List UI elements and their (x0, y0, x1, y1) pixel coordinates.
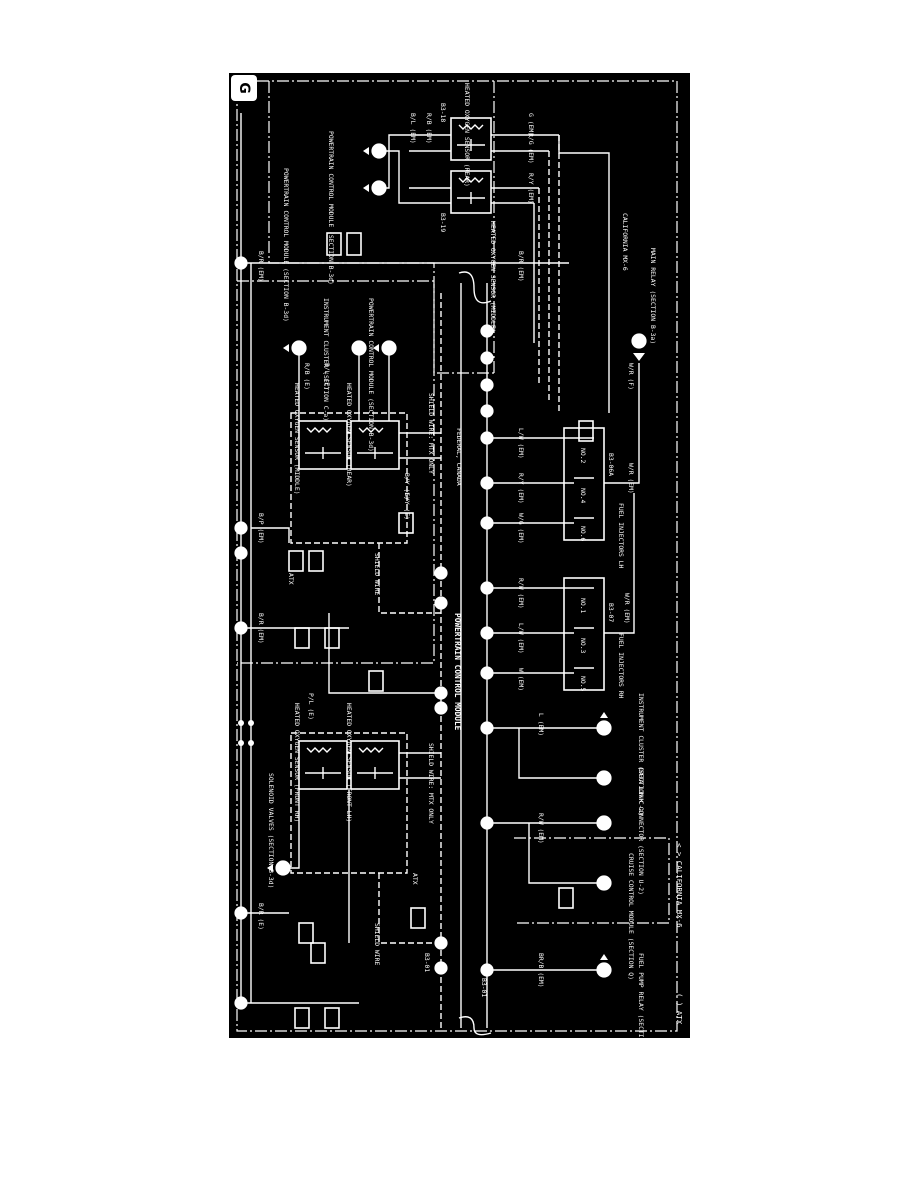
inj-rh-name: FUEL INJECTORS RH (617, 633, 625, 699)
ground-circles (234, 256, 254, 1010)
inj-rh-3: NO.5 (579, 676, 587, 692)
wire-ry: R/Y (EM) (527, 173, 535, 204)
legend-california: < > CALIFORNIA MX-6 (675, 843, 684, 928)
shield-wire-1: SHIELD WIRE (373, 553, 381, 595)
fuel-injectors-rh: NO.1 NO.3 NO.5 FUEL INJECTORS RH B3-07 (563, 577, 625, 699)
wire-ly: L/Y (E) (403, 493, 411, 520)
wire-lh1: L/W (EM) (517, 428, 525, 459)
wire-rw-right: R/W (EM) (537, 813, 545, 844)
wire-pl: P/L (E) (307, 693, 315, 720)
inj-lh-2: NO.4 (579, 488, 587, 504)
wire-br-top: B/R (EM) (517, 251, 525, 282)
ho2s-rear-cal-conn: B3-18 (439, 103, 447, 122)
ho2s-middle-fed-label: HEATED OXYGEN SENSOR (MIDDLE) (293, 383, 301, 495)
connector-boxes (288, 232, 594, 1029)
references-right: MAIN RELAY (SECTION B-3a) INSTRUMENT CLU… (514, 248, 670, 1038)
wiring-diagram: G POWERTRAIN CONTROL MODULE B3-01 B3-01 … (229, 73, 690, 1038)
zone-federal: FEDERAL, CANADA (455, 428, 463, 486)
legend-atx: ( ) ATX (675, 993, 684, 1025)
fuel-pump-ref: FUEL PUMP RELAY (SECTION B-5) (637, 953, 645, 1038)
ho2s-middle-cal-conn: B3-19 (439, 213, 447, 232)
wire-rg: R/G (EM) (527, 133, 535, 164)
wire-br-top2: B/R (EM) (257, 251, 265, 282)
inj-rh-conn: B3-07 (607, 603, 615, 622)
cruise-ref: CRUISE CONTROL MODULE (SECTION Q) (627, 853, 635, 980)
pcm-pins (434, 324, 494, 977)
wire-g: G (EM) (527, 113, 535, 136)
wire-br-bottom: B/R (E) (257, 903, 265, 930)
atx-label-1: ATX (287, 573, 295, 585)
wire-inj1: R/W (EM) (517, 578, 525, 609)
shield-wire-2: SHIELD WIRE (373, 923, 381, 965)
wire-lh2: R/Y (EM) (517, 473, 525, 504)
ho2s-front-rh-label: HEATED OXYGEN SENSOR (FRONT RH) (293, 703, 301, 822)
pcm-ref-1: POWERTRAIN CONTROL MODULE (SECTION B-3d) (327, 131, 335, 285)
wire-bp: B/P (EM) (257, 513, 265, 544)
pcm-label: POWERTRAIN CONTROL MODULE (453, 613, 462, 731)
inj-lh-3: NO.6 (579, 526, 587, 542)
wire-by: B/Y (E) (403, 473, 411, 500)
instrument-cluster-left: INSTRUMENT CLUSTER (SECTION C-a) (322, 298, 330, 421)
wire-bl-left: B/L (E) (323, 363, 331, 390)
inj-rh-2: NO.3 (579, 638, 587, 654)
main-relay-ref: MAIN RELAY (SECTION B-3a) (649, 248, 657, 344)
ho2s-front-lh-label: HEATED OXYGEN SENSOR (FRONT LH) (345, 703, 353, 822)
data-link-ref: DATA LINK CONNECTOR (SECTION U-2) (637, 768, 645, 895)
inj-rh-1: NO.1 (579, 598, 587, 614)
wire-lh3: W/G (EM) (517, 513, 525, 544)
pcm-ref-2: POWERTRAIN CONTROL MODULE (SECTION B-3d) (282, 168, 290, 322)
inj-lh-name: FUEL INJECTORS LH (617, 503, 625, 569)
fuel-injectors-lh: NO.2 NO.4 NO.6 FUEL INJECTORS LH B3-06A (563, 427, 625, 569)
shield-wire-mtx-2: SHIELD WIRE: MTX ONLY (427, 743, 435, 824)
wire-br-mid: B/R (EM) (257, 613, 265, 644)
pcm-connector-right: B3-01 (480, 978, 488, 997)
wire-l: L (EM) (537, 713, 545, 736)
zone-california: CALIFORNIA MX-6 (621, 213, 629, 271)
ho2s-front-boxes: HEATED OXYGEN SENSOR (FRONT LH) HEATED O… (290, 703, 408, 874)
wire-rb-top: R/B (EM) (425, 113, 433, 144)
wire-inj-rh: W/R (EM) (623, 593, 631, 624)
pcm-connector-top: B3-01 (423, 953, 431, 972)
wire-inj2: L/W (EM) (517, 623, 525, 654)
wire-brb: BR/B (EM) (537, 953, 545, 988)
inj-lh-conn: B3-06A (607, 453, 615, 476)
wire-main-relay: W/R (F) (627, 363, 635, 390)
ground-letter: G (236, 82, 252, 94)
wire-bl-top: B/L (EM) (409, 113, 417, 144)
ho2s-rear-cal-label: HEATED OXYGEN SENSOR (REAR) (463, 83, 471, 187)
inj-lh-1: NO.2 (579, 448, 587, 464)
ground-symbol: G (231, 75, 257, 101)
ho2s-middle-cal-box: HEATED OXYGEN SENSOR (MIDDLE) B3-19 (439, 170, 497, 333)
wire-inj-lh: W/R (EM) (627, 463, 635, 494)
ho2s-rear-fed-label: HEATED OXYGEN SENSOR (REAR) (345, 383, 353, 487)
atx-label-2: ATX (411, 873, 419, 885)
wire-labels: W/R (F) W/R (EM) W/R (EM) B/R (EM) B/R (… (257, 113, 635, 988)
solenoid-ref: SOLENOID VALVES (SECTION B-3d) (267, 773, 275, 888)
instrument-cluster-top: INSTRUMENT CLUSTER (SECTION C-a) (637, 693, 645, 816)
wire-inj3: W (EM) (517, 668, 525, 691)
ho2s-rear-cal-box: HEATED OXYGEN SENSOR (REAR) B3-18 (439, 83, 492, 187)
ho2s-fed-boxes: HEATED OXYGEN SENSOR (REAR) HEATED OXYGE… (290, 383, 408, 544)
pcm-ref-3: POWERTRAIN CONTROL MODULE (SECTION B-3d) (367, 298, 375, 452)
wire-rb-left: R/B (E) (303, 363, 311, 390)
ho2s-middle-cal-label: HEATED OXYGEN SENSOR (MIDDLE) (489, 221, 497, 333)
